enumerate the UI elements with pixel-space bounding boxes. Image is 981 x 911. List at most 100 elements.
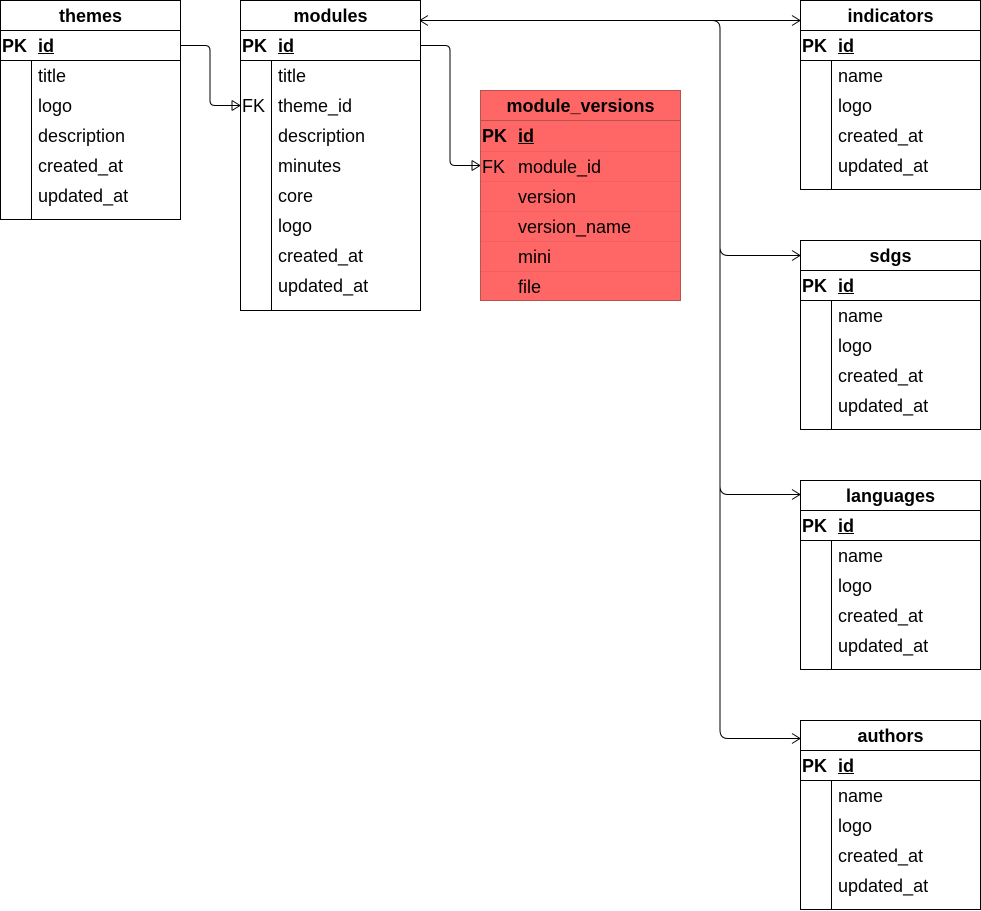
table-row: logo (241, 211, 420, 241)
pk-label: PK (802, 36, 828, 56)
table-title: authors (801, 721, 980, 751)
field-name: created_at (838, 606, 924, 626)
table-row: name (801, 61, 980, 91)
table-authors[interactable]: authors PK id name logo created_at updat… (800, 720, 981, 910)
field-name: logo (38, 96, 73, 116)
field-name: module_id (518, 157, 602, 177)
field-name: logo (838, 336, 873, 356)
table-row: updated_at (801, 631, 980, 661)
field-name: created_at (278, 246, 364, 266)
field-name: id (838, 516, 854, 536)
table-row-pk: PK id (801, 751, 980, 781)
field-name: id (38, 36, 54, 56)
field-name: version (518, 187, 577, 207)
key-label: FK (242, 96, 266, 116)
key-label: FK (482, 157, 506, 177)
key-label (801, 331, 831, 361)
field-name: description (38, 126, 126, 146)
field-name: logo (278, 216, 313, 236)
table-languages[interactable]: languages PK id name logo created_at upd… (800, 480, 981, 670)
field-name: id (838, 36, 854, 56)
field-name: logo (838, 816, 873, 836)
table-row: name (801, 781, 980, 811)
table-title: indicators (801, 1, 980, 31)
key-label (481, 182, 511, 211)
connector-themes-modules (180, 45, 240, 106)
table-row: mini (481, 241, 680, 271)
pk-label: PK (2, 36, 28, 56)
key-label (481, 272, 511, 301)
key-label (801, 151, 831, 181)
table-row-pk: PK id (241, 31, 420, 61)
key-label (801, 541, 831, 571)
field-name: mini (518, 247, 552, 267)
table-row: logo (1, 91, 180, 121)
key-label (1, 151, 31, 181)
pk-label: PK (482, 126, 508, 146)
field-name: name (838, 786, 884, 806)
key-label (801, 571, 831, 601)
pk-label: PK (802, 276, 828, 296)
key-label (481, 212, 511, 241)
key-label (1, 91, 31, 121)
crowfoot-modules-top (419, 15, 429, 26)
key-label (801, 871, 831, 901)
key-label (801, 391, 831, 421)
field-name: file (518, 277, 542, 297)
key-label (801, 301, 831, 331)
pk-label: PK (802, 516, 828, 536)
table-title: modules (241, 1, 420, 31)
table-indicators[interactable]: indicators PK id name logo created_at up… (800, 0, 981, 190)
key-label (241, 271, 271, 301)
table-row: logo (801, 571, 980, 601)
field-name: id (838, 276, 854, 296)
key-label (1, 181, 31, 211)
field-name: updated_at (838, 876, 929, 896)
table-row: file (481, 271, 680, 301)
field-name: version_name (518, 217, 632, 237)
key-label (241, 61, 271, 91)
field-name: created_at (38, 156, 124, 176)
connector-trunk (711, 20, 800, 739)
table-row: logo (801, 331, 980, 361)
table-row: title (1, 61, 180, 91)
table-row: version (481, 181, 680, 211)
table-row: title (241, 61, 420, 91)
crowfoot-indicators (791, 15, 801, 26)
field-name: updated_at (838, 156, 929, 176)
key-label (801, 91, 831, 121)
connector-sdgs (719, 246, 800, 256)
table-title: themes (1, 1, 180, 31)
table-sdgs[interactable]: sdgs PK id name logo created_at updated_… (800, 240, 981, 430)
key-column-divider (831, 781, 832, 909)
key-label (801, 841, 831, 871)
table-row: description (1, 121, 180, 151)
table-row-pk: PK id (481, 121, 680, 151)
table-row: logo (801, 91, 980, 121)
field-name: description (278, 126, 366, 146)
field-name: updated_at (838, 636, 929, 656)
key-label (241, 121, 271, 151)
table-row: name (801, 301, 980, 331)
table-row: minutes (241, 151, 420, 181)
field-name: updated_at (838, 396, 929, 416)
connector-modules-module-versions (420, 45, 480, 166)
key-label (801, 811, 831, 841)
crowfoot-module-versions-module-id (471, 160, 481, 171)
field-name: title (38, 66, 67, 86)
table-row: core (241, 181, 420, 211)
crowfoot-languages (791, 489, 801, 500)
key-label (801, 121, 831, 151)
key-label (241, 151, 271, 181)
table-themes[interactable]: themes PK id title logo description crea… (0, 0, 181, 220)
key-label (481, 242, 511, 271)
key-column-divider (831, 541, 832, 669)
table-row: updated_at (801, 871, 980, 901)
pk-label: PK (802, 756, 828, 776)
table-row-pk: PK id (801, 271, 980, 301)
table-row: created_at (801, 361, 980, 391)
key-column-divider (31, 61, 32, 219)
